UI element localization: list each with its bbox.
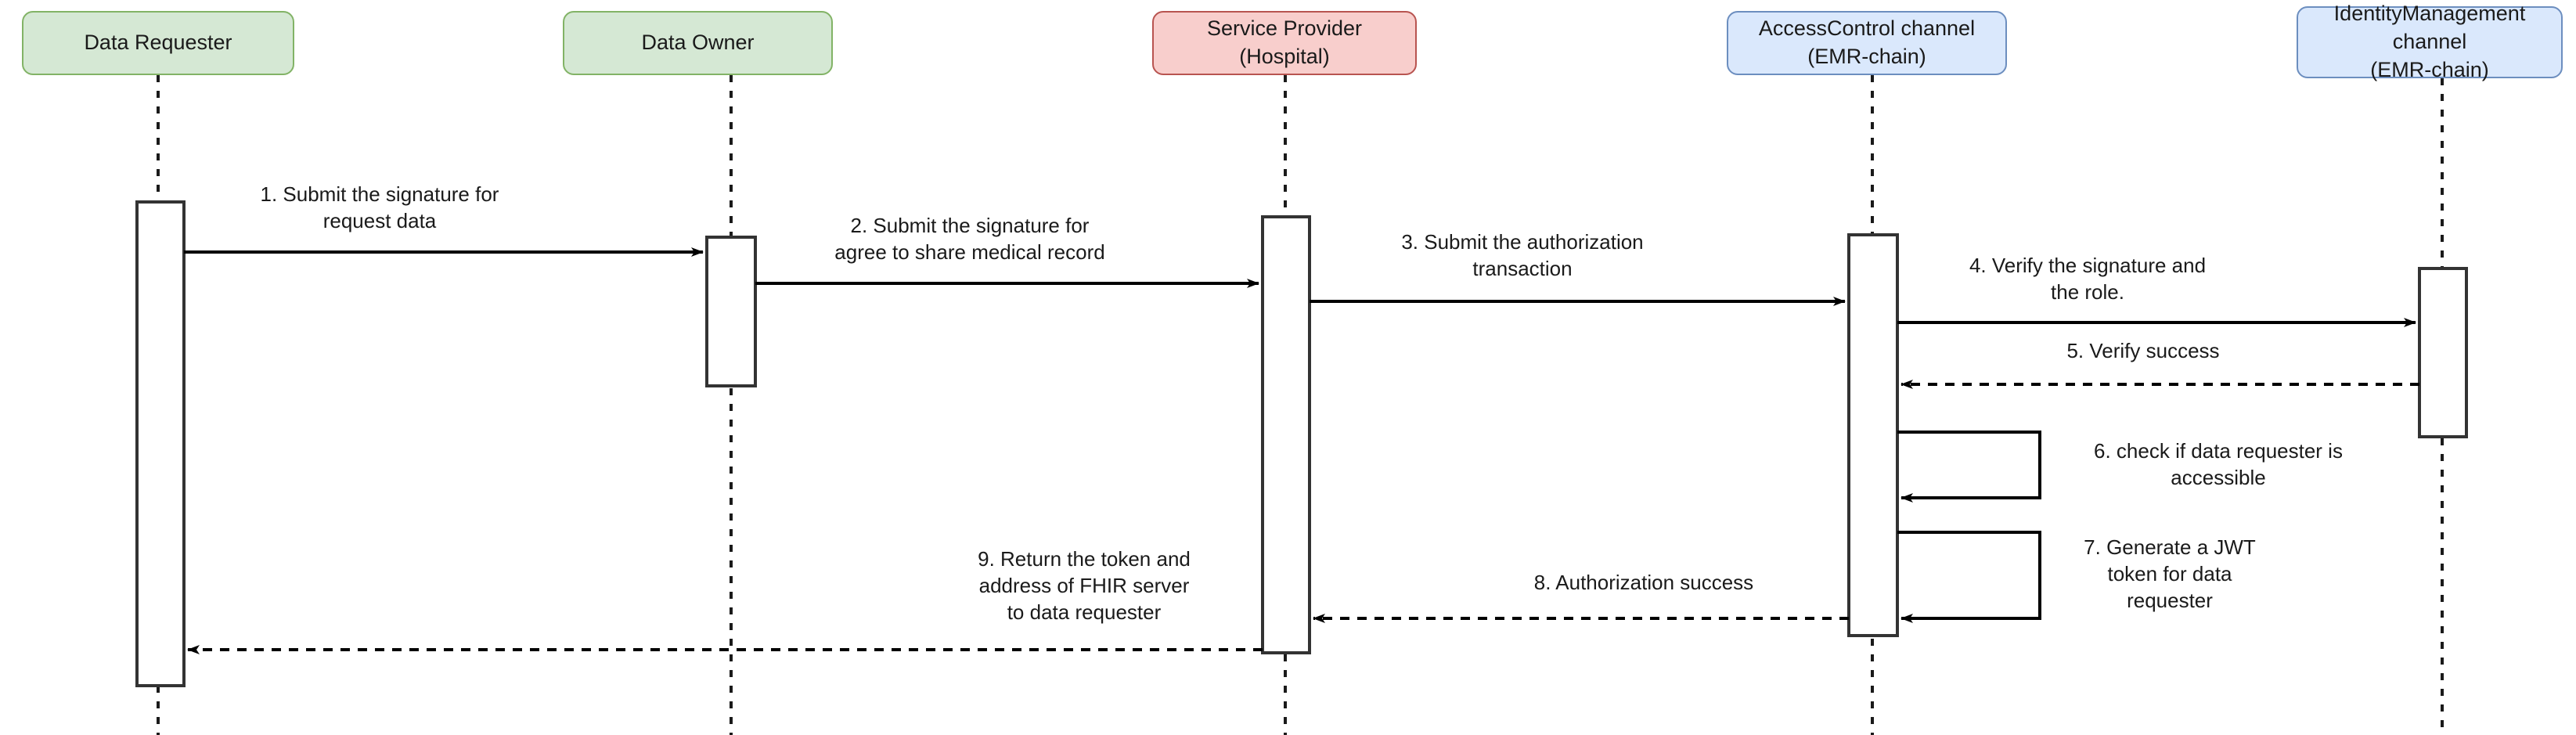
activation-service-provider (1261, 215, 1311, 654)
actor-identitymanagement-channel[interactable]: IdentityManagement channel (EMR-chain) (2297, 2, 2563, 81)
actor-label-accesscontrol-channel: AccessControl channel (EMR-chain) (1758, 16, 1976, 68)
message-label-7: 7. Generate a JWT token for data request… (2084, 535, 2256, 612)
actor-label-data-requester: Data Requester (84, 31, 232, 55)
activation-accesscontrol-channel (1847, 233, 1899, 637)
message-label-9: 9. Return the token and address of FHIR … (978, 547, 1191, 624)
actor-accesscontrol-channel[interactable]: AccessControl channel (EMR-chain) (1727, 11, 2007, 75)
activation-bars (135, 200, 2468, 687)
message-label-3: 3. Submit the authorization transaction (1401, 230, 1644, 280)
message-label-5: 5. Verify success (2066, 339, 2220, 362)
actor-service-provider[interactable]: Service Provider (Hospital) (1152, 11, 1417, 75)
actor-label-service-provider: Service Provider (Hospital) (1206, 16, 1363, 68)
message-label-4: 4. Verify the signature and the role. (1969, 254, 2207, 304)
actor-label-data-owner: Data Owner (641, 31, 755, 55)
actor-data-requester[interactable]: Data Requester (22, 11, 294, 75)
actor-data-owner[interactable]: Data Owner (563, 11, 833, 75)
message-label-1: 1. Submit the signature for request data (260, 182, 499, 232)
activation-data-owner (705, 236, 757, 387)
message-label-8: 8. Authorization success (1533, 571, 1754, 594)
message-arrow-6 (1897, 431, 2041, 503)
message-arrow-7 (1897, 531, 2041, 623)
actor-label-identitymanagement-channel: IdentityManagement channel (EMR-chain) (2333, 2, 2526, 81)
message-label-6: 6. check if data requester is accessible (2094, 439, 2343, 489)
activation-identitymanagement-channel (2418, 267, 2468, 438)
message-label-2: 2. Submit the signature for agree to sha… (834, 214, 1105, 264)
activation-data-requester (135, 200, 186, 687)
